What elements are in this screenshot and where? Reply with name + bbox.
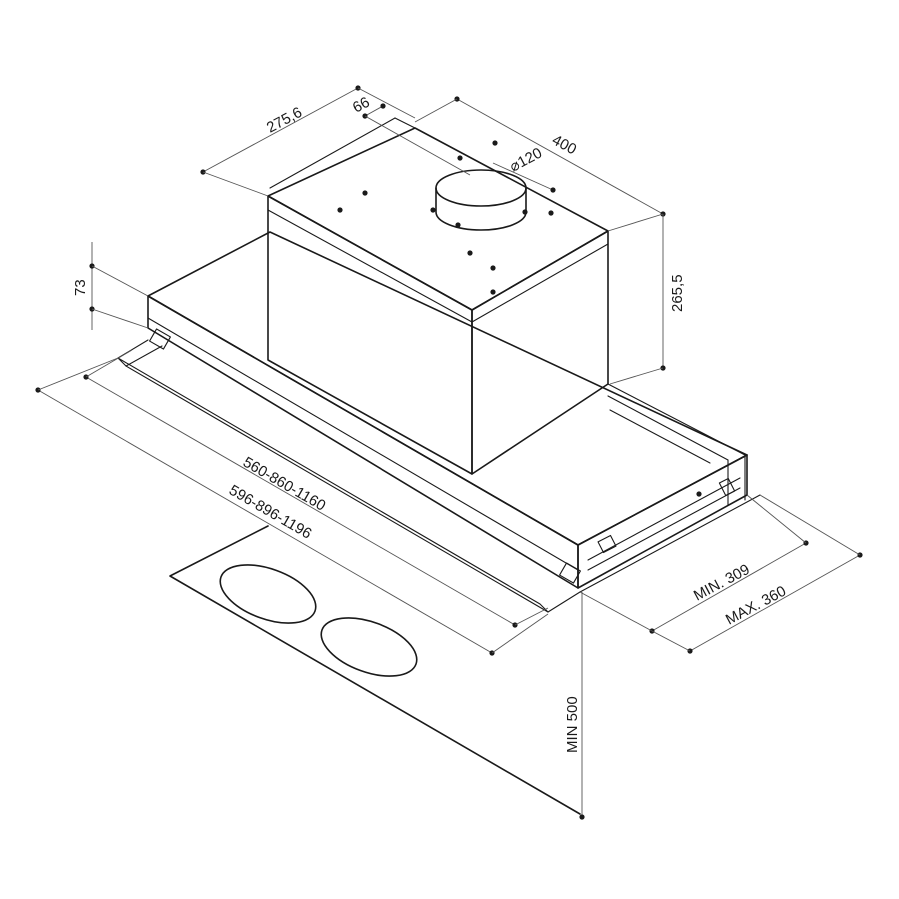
- chimney-rear-flange-2: [269, 117, 396, 189]
- side-tab: [718, 477, 736, 497]
- canopy: [117, 231, 761, 613]
- collar-body: [435, 187, 527, 231]
- rear-rail-1: [607, 383, 746, 456]
- screw: [492, 140, 498, 146]
- trim-far-right: [579, 494, 761, 593]
- label-chimney-width: 400: [549, 132, 579, 159]
- label-chimney-height: 265,5: [669, 274, 686, 312]
- hob: [169, 525, 581, 815]
- canopy-front-inner: [147, 317, 579, 571]
- screw: [490, 289, 496, 295]
- collar-top: [435, 169, 527, 207]
- label-depth-chimney: 275,6: [264, 104, 305, 137]
- screws: [337, 140, 702, 497]
- label-min-height: MIN 500: [564, 696, 581, 753]
- side-rail-1: [587, 477, 741, 561]
- chimney-lip-front: [267, 209, 473, 323]
- burner-right: [320, 617, 418, 677]
- outlet-collar: [435, 169, 527, 231]
- screw: [337, 207, 343, 213]
- label-outlet-diameter: ⌀120: [507, 145, 545, 176]
- screw: [548, 210, 554, 216]
- rear-rail-3: [609, 409, 711, 464]
- dimension-lines: [35, 85, 863, 820]
- screw: [467, 250, 473, 256]
- screw: [430, 207, 436, 213]
- canopy-front: [147, 295, 579, 589]
- rear-rail-2: [607, 395, 729, 461]
- screw: [362, 190, 368, 196]
- screw: [522, 209, 528, 215]
- screw: [457, 155, 463, 161]
- label-canopy-height: 73: [72, 279, 89, 296]
- label-depth-max: MAX. 360: [723, 583, 789, 629]
- side-rail-2: [587, 487, 741, 571]
- dimension-labels: 275,6 66 ⌀120 400 265,5 73 560-860-1160 …: [72, 94, 789, 753]
- label-depth-min: MIN. 309: [691, 561, 753, 605]
- chimney-front: [267, 195, 473, 475]
- clip-right: [559, 562, 581, 584]
- chimney-rear-flange: [394, 117, 416, 129]
- chimney: [267, 117, 702, 497]
- chimney-lip-side: [471, 243, 609, 323]
- screw: [455, 222, 461, 228]
- clip-left: [149, 328, 171, 350]
- trim-right: [547, 591, 581, 613]
- hob-outline: [169, 525, 581, 815]
- side-connector: [597, 534, 617, 554]
- label-offset: 66: [350, 94, 373, 117]
- trim-left-2: [125, 345, 163, 367]
- burner-left: [219, 564, 317, 624]
- canopy-side: [577, 454, 748, 589]
- screw: [696, 491, 702, 497]
- screw: [490, 265, 496, 271]
- chimney-side: [471, 230, 609, 475]
